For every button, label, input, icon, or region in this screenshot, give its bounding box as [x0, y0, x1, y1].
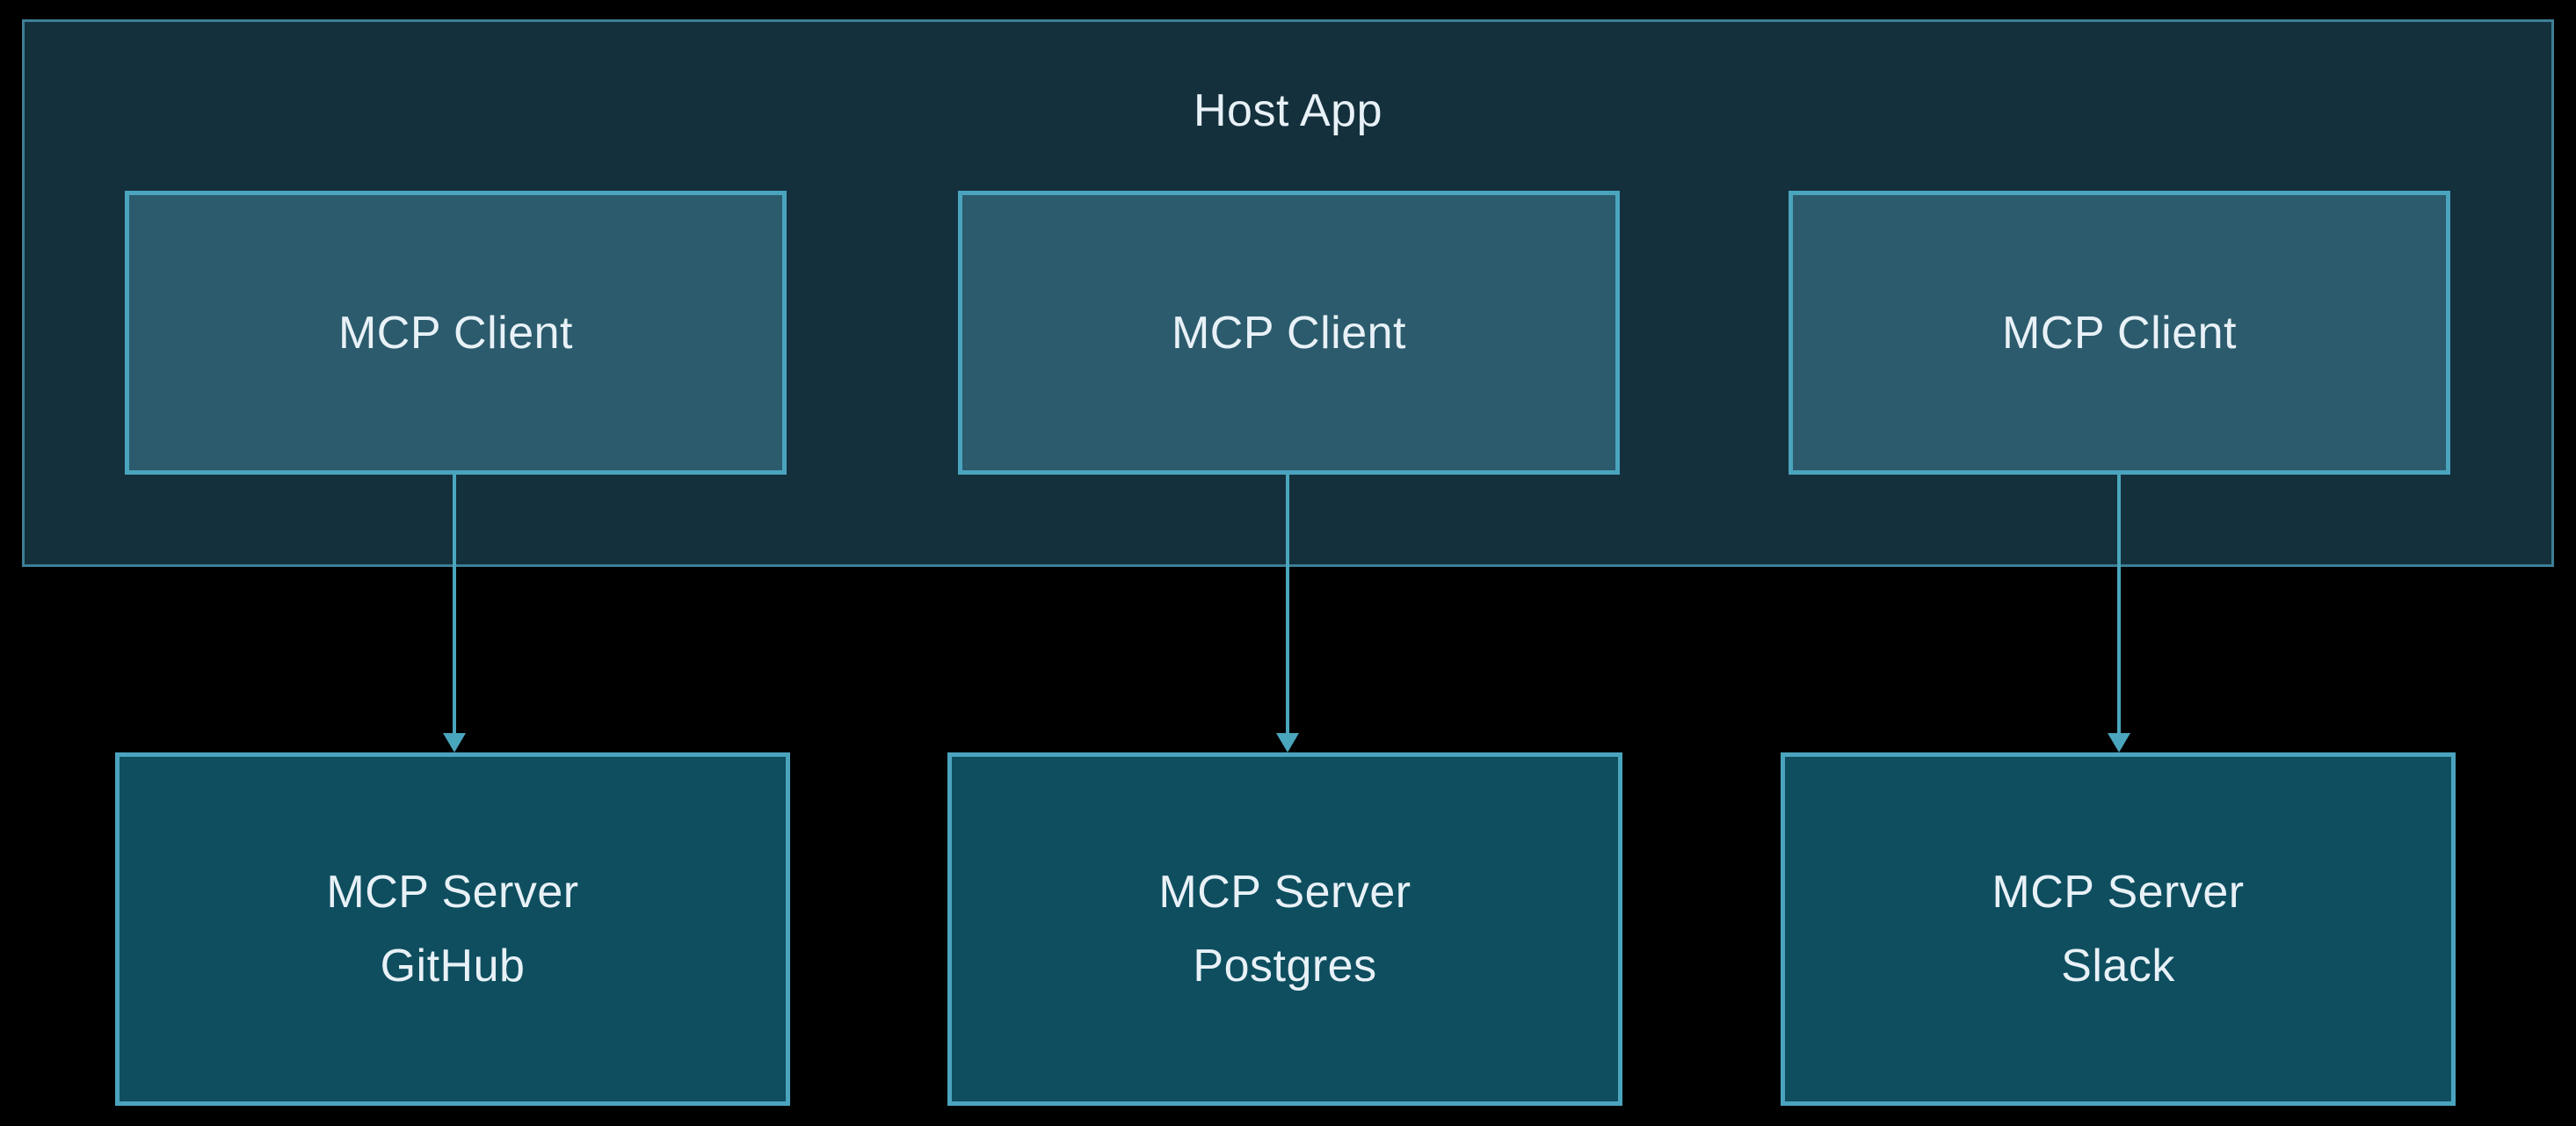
- mcp-server-name: Postgres: [1193, 941, 1377, 992]
- mcp-server-name: Slack: [2061, 941, 2175, 992]
- arrow-down-icon: [1276, 733, 1299, 752]
- mcp-server-label: MCP Server: [326, 867, 579, 918]
- arrow-down-icon: [2108, 733, 2130, 752]
- mcp-server-box-postgres: MCP Server Postgres: [947, 752, 1622, 1106]
- mcp-server-name: GitHub: [380, 941, 526, 992]
- mcp-server-label: MCP Server: [1992, 867, 2245, 918]
- host-app-container: Host App MCP Client MCP Client MCP Clien…: [22, 19, 2554, 567]
- mcp-server-box-github: MCP Server GitHub: [115, 752, 790, 1106]
- arrow-down-icon: [443, 733, 466, 752]
- arrow-line: [1286, 475, 1289, 735]
- mcp-client-box-3: MCP Client: [1789, 191, 2450, 475]
- mcp-client-box-1: MCP Client: [125, 191, 787, 475]
- mcp-client-label: MCP Client: [337, 307, 573, 359]
- mcp-client-box-2: MCP Client: [958, 191, 1620, 475]
- mcp-client-label: MCP Client: [2001, 307, 2237, 359]
- arrow-line: [453, 475, 456, 735]
- mcp-server-box-slack: MCP Server Slack: [1781, 752, 2456, 1106]
- arrow-line: [2117, 475, 2121, 735]
- host-app-label: Host App: [1193, 85, 1383, 136]
- mcp-client-label: MCP Client: [1171, 307, 1406, 359]
- mcp-server-label: MCP Server: [1158, 867, 1411, 918]
